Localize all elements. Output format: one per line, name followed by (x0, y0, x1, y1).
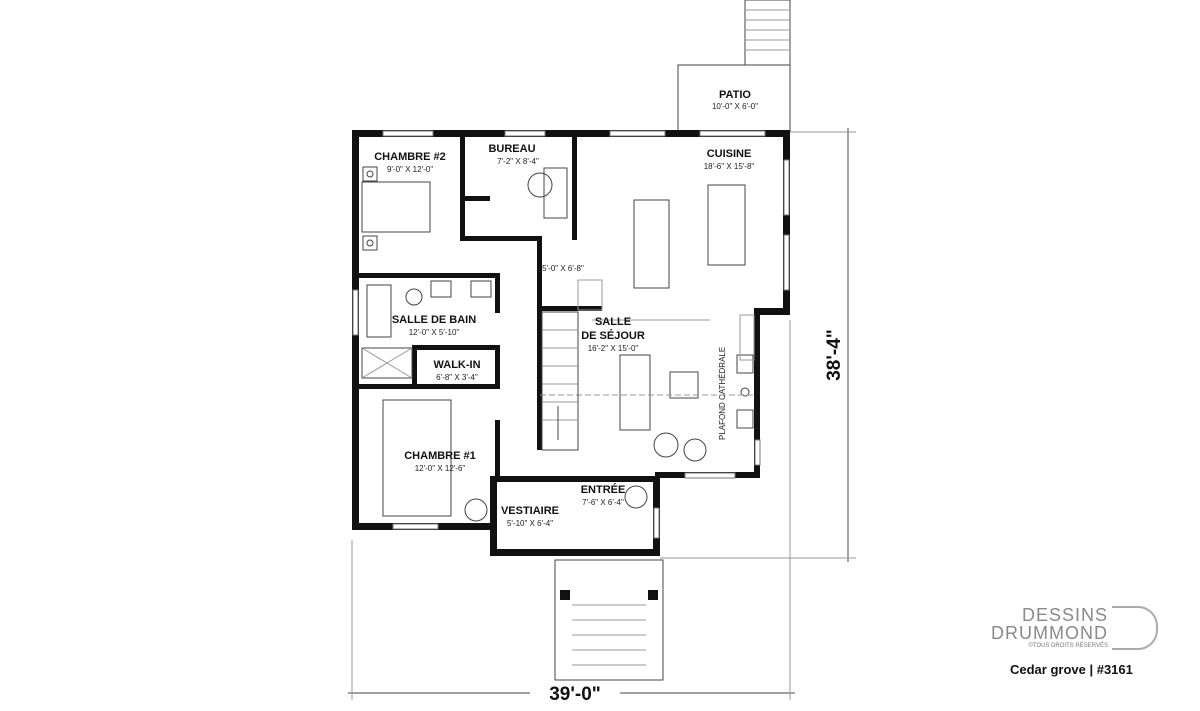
svg-text:VESTIAIRE: VESTIAIRE (501, 505, 559, 517)
brand-logo: DESSINS DRUMMOND ©TOUS DROITS RÉSERVÉS (991, 606, 1108, 650)
svg-text:DE SÉJOUR: DE SÉJOUR (581, 329, 645, 342)
interior-stairs (541, 279, 603, 451)
plan-name: Cedar grove | #3161 (1010, 662, 1133, 677)
closet-dims: 5'-0" X 6'-8" (542, 264, 584, 273)
svg-text:7'-6" X 6'-4": 7'-6" X 6'-4" (582, 498, 624, 507)
front-steps (554, 559, 664, 681)
room-walk-in: WALK-IN 6'-8" X 3'-4" (433, 359, 480, 382)
svg-text:CUISINE: CUISINE (707, 148, 752, 160)
brand-d-icon (1112, 606, 1158, 650)
rear-stairs (744, 0, 791, 66)
svg-text:SALLE: SALLE (595, 316, 631, 328)
brand-copyright: ©TOUS DROITS RÉSERVÉS (1028, 643, 1108, 649)
svg-text:ENTRÉE: ENTRÉE (581, 483, 626, 496)
svg-text:39'-0": 39'-0" (549, 684, 601, 705)
room-vestiaire: VESTIAIRE 5'-10" X 6'-4" (501, 505, 559, 528)
svg-text:9'-0" X 12'-0": 9'-0" X 12'-0" (387, 165, 433, 174)
svg-text:CHAMBRE #2: CHAMBRE #2 (374, 151, 446, 163)
svg-text:7'-2" X 8'-4": 7'-2" X 8'-4" (497, 157, 539, 166)
dimension-depth: 38'-4" (660, 128, 856, 562)
dimension-width: 39'-0" (348, 320, 795, 705)
room-chambre-2: CHAMBRE #2 9'-0" X 12'-0" (374, 151, 446, 174)
svg-text:18'-6" X 15'-8": 18'-6" X 15'-8" (704, 162, 755, 171)
room-salle-de-sejour: SALLE DE SÉJOUR 16'-2" X 15'-0" (581, 316, 645, 353)
brand-line-2: DRUMMOND (991, 623, 1108, 643)
svg-text:WALK-IN: WALK-IN (433, 359, 480, 371)
room-entree: ENTRÉE 7'-6" X 6'-4" (581, 483, 626, 507)
svg-text:PATIO: PATIO (719, 89, 751, 101)
room-bureau: BUREAU 7'-2" X 8'-4" (488, 143, 539, 166)
windows (352, 130, 790, 539)
walls (352, 130, 790, 556)
brand-line-1: DESSINS (1021, 605, 1108, 625)
svg-text:12'-0" X 12'-6": 12'-0" X 12'-6" (415, 464, 466, 473)
svg-text:BUREAU: BUREAU (488, 143, 535, 155)
svg-text:5'-10" X 6'-4": 5'-10" X 6'-4" (507, 519, 553, 528)
ceiling-annotation: PLAFOND CATHÉDRALE (718, 347, 727, 440)
svg-text:SALLE DE BAIN: SALLE DE BAIN (392, 314, 476, 326)
svg-text:16'-2" X 15'-0": 16'-2" X 15'-0" (588, 344, 639, 353)
svg-text:38'-4": 38'-4" (824, 329, 845, 381)
svg-text:CHAMBRE #1: CHAMBRE #1 (404, 450, 476, 462)
room-chambre-1: CHAMBRE #1 12'-0" X 12'-6" (404, 450, 476, 473)
room-salle-de-bain: SALLE DE BAIN 12'-0" X 5'-10" (392, 314, 476, 337)
svg-text:10'-0" X 6'-0": 10'-0" X 6'-0" (712, 102, 758, 111)
furniture (361, 166, 755, 522)
svg-text:6'-8" X 3'-4": 6'-8" X 3'-4" (436, 373, 478, 382)
svg-text:12'-0" X 5'-10": 12'-0" X 5'-10" (409, 328, 460, 337)
room-cuisine: CUISINE 18'-6" X 15'-8" (704, 148, 755, 171)
patio: PATIO 10'-0" X 6'-0" (677, 64, 791, 132)
